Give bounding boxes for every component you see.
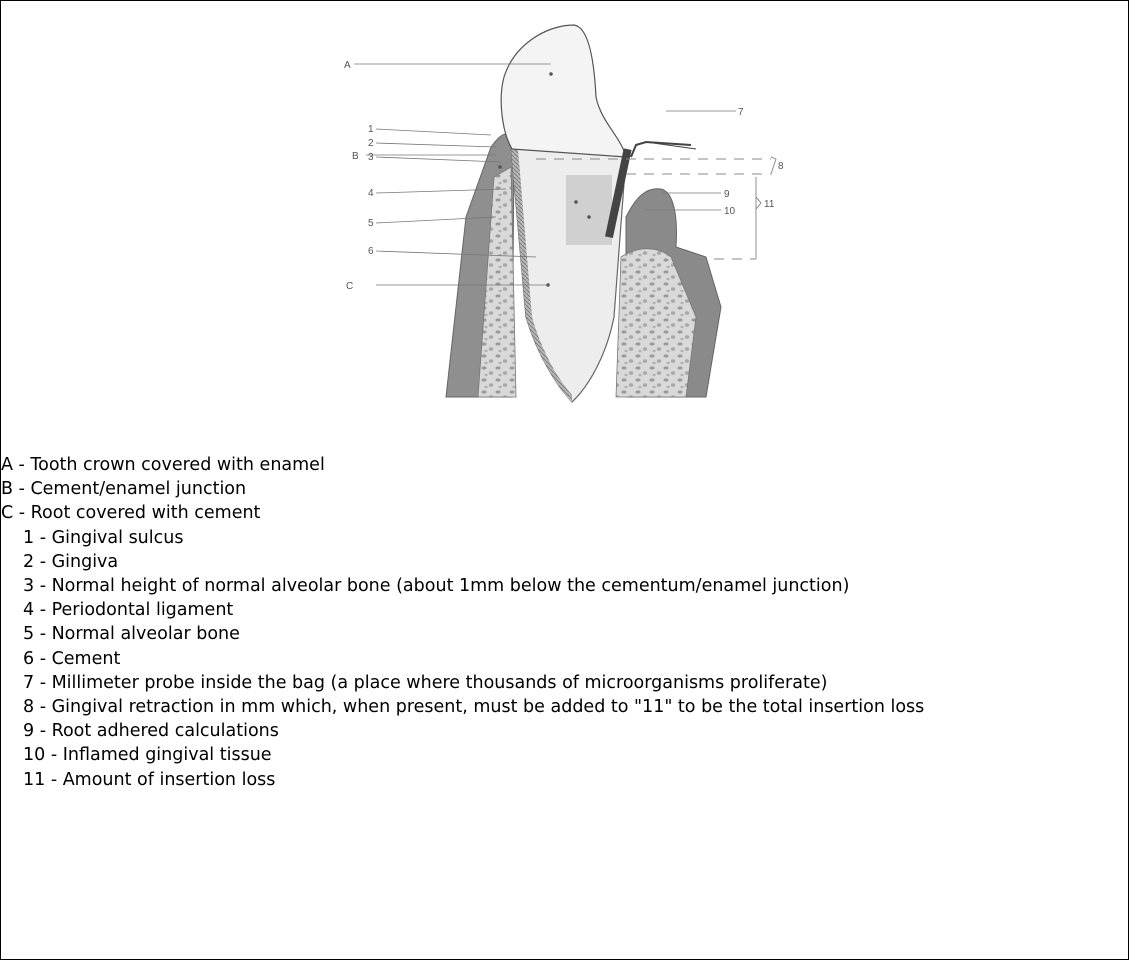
marker-dot: [498, 165, 502, 169]
label-1: 1: [368, 124, 374, 135]
tooth-periodontal-diagram: A B C 1 2 3 4 5 6 7 8 9 10 11: [326, 17, 806, 415]
marker-dot: [574, 200, 578, 204]
legend-item-b: B - Cement/enamel junction: [1, 477, 1123, 501]
label-9: 9: [724, 189, 730, 200]
label-b: B: [352, 151, 359, 162]
legend-item-a: A - Tooth crown covered with enamel: [1, 453, 1123, 477]
label-8: 8: [778, 161, 784, 172]
legend-item-7: 7 - Millimeter probe inside the bag (a p…: [1, 671, 1123, 695]
legend-item-1: 1 - Gingival sulcus: [1, 526, 1123, 550]
label-7: 7: [738, 107, 744, 118]
legend-item-11: 11 - Amount of insertion loss: [1, 768, 1123, 792]
label-5: 5: [368, 218, 374, 229]
label-4: 4: [368, 188, 374, 199]
label-2: 2: [368, 138, 374, 149]
label-c: C: [346, 281, 353, 292]
label-3: 3: [368, 152, 374, 163]
legend-item-9: 9 - Root adhered calculations: [1, 719, 1123, 743]
tooth-crown: [501, 25, 626, 157]
legend-item-6: 6 - Cement: [1, 647, 1123, 671]
legend-item-c: C - Root covered with cement: [1, 501, 1123, 525]
label-11: 11: [764, 199, 775, 210]
label-6: 6: [368, 246, 374, 257]
legend-item-5: 5 - Normal alveolar bone: [1, 622, 1123, 646]
legend-item-8: 8 - Gingival retraction in mm which, whe…: [1, 695, 1123, 719]
marker-dot: [587, 215, 591, 219]
legend-item-3: 3 - Normal height of normal alveolar bon…: [1, 574, 1123, 598]
legend-item-10: 10 - Inflamed gingival tissue: [1, 743, 1123, 767]
legend-item-4: 4 - Periodontal ligament: [1, 598, 1123, 622]
legend: A - Tooth crown covered with enamel B - …: [1, 453, 1123, 792]
diagram-svg: A B C 1 2 3 4 5 6 7 8 9 10 11: [326, 17, 806, 415]
legend-item-2: 2 - Gingiva: [1, 550, 1123, 574]
marker-dot: [549, 72, 553, 76]
label-a: A: [344, 60, 351, 71]
calculus-area: [566, 175, 612, 245]
label-10: 10: [724, 206, 736, 217]
